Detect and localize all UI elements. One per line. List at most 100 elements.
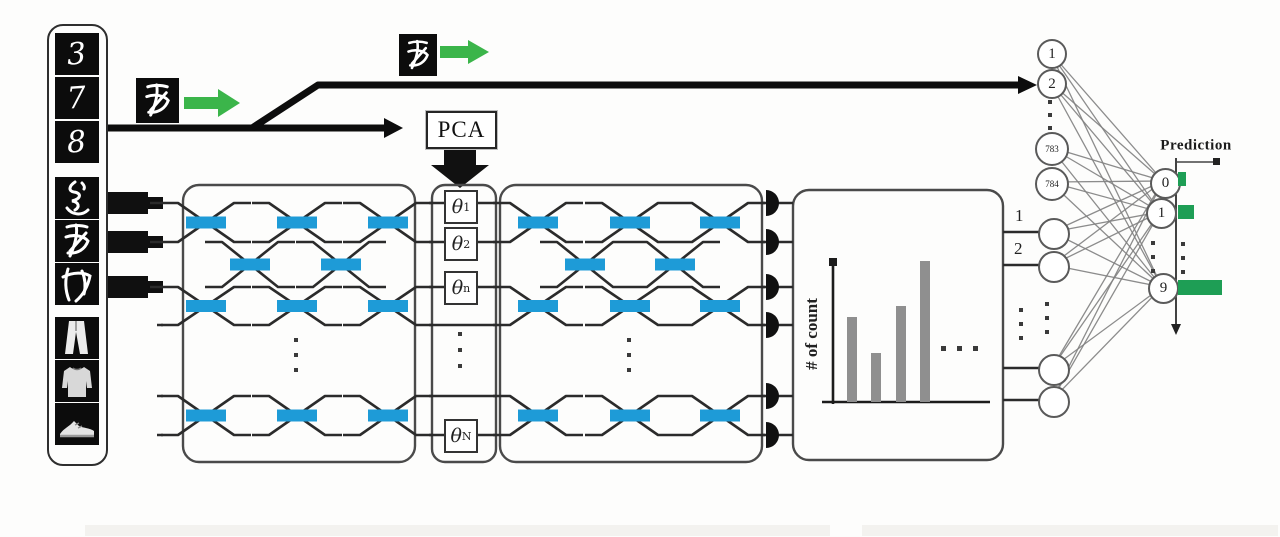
mzi-unit <box>296 240 386 289</box>
nn-hist-node-1 <box>1038 218 1070 250</box>
phase-shifter-heater-icon <box>610 300 650 312</box>
theta-subscript: 1 <box>463 200 471 214</box>
green-arrow-shaft <box>184 97 218 109</box>
photodetector-icon <box>766 422 779 448</box>
mzi-unit <box>585 394 675 437</box>
nn-edge <box>1051 180 1164 401</box>
phase-shifter-heater-icon <box>518 216 558 229</box>
histogram-y-axis-cap <box>829 258 837 266</box>
nn-edge <box>1051 180 1164 369</box>
phase-shifter-heater-icon <box>700 216 740 229</box>
nn-edge-layer <box>1049 51 1164 401</box>
mzi-unit <box>493 394 583 437</box>
hist-node-label-2: 2 <box>1014 239 1023 258</box>
nn-input-node-2: 2 <box>1037 69 1067 99</box>
kuzushiji-glyph-icon <box>65 180 90 216</box>
nn-edge <box>1051 286 1163 401</box>
mzi-unit <box>675 394 765 437</box>
nn-edge <box>1051 211 1161 369</box>
kuzushiji-sample-icon <box>136 78 179 123</box>
fiber-coupler-icon <box>106 276 148 298</box>
phase-shifter-heater-icon <box>518 300 558 312</box>
phase-shifter-heater-icon <box>186 216 226 229</box>
mzi-unit <box>675 201 765 244</box>
phase-shifter-heater-icon <box>655 258 695 271</box>
kuzushiji-character-1-image <box>55 177 99 219</box>
nn-edge <box>1049 146 1161 213</box>
kuzushiji-character-2-image <box>55 220 99 262</box>
nn-edge <box>1051 286 1163 369</box>
digit-glyph: 3 <box>66 35 88 73</box>
green-arrow-shaft <box>440 46 468 58</box>
kuzushiji-sample-icon <box>399 34 437 76</box>
fashion-pullover-image <box>55 360 99 402</box>
mzi-unit <box>205 240 295 289</box>
green-arrow-head-icon <box>218 89 240 117</box>
nn-edge <box>1049 81 1164 182</box>
nn-edge <box>1051 231 1163 288</box>
mnist-digit-8-image: 8 <box>55 121 99 163</box>
histogram-output-stubs <box>1003 230 1040 402</box>
pullover-icon <box>62 367 92 397</box>
histogram-bar <box>871 353 881 402</box>
nn-input-node-1: 1 <box>1037 39 1067 69</box>
ellipsis-dot <box>973 346 978 351</box>
kuzushiji-glyph-icon <box>61 267 92 303</box>
nn-edge <box>1049 146 1164 182</box>
nn-edge <box>1051 211 1161 401</box>
nn-edge <box>1049 146 1163 288</box>
mzi-unit <box>161 285 251 327</box>
phase-shifter-heater-icon <box>368 409 408 422</box>
histogram-axes <box>822 258 990 404</box>
nn-output-node-1: 1 <box>1146 198 1177 229</box>
node-label: 1 <box>1157 205 1166 221</box>
node-label: 1 <box>1048 45 1056 62</box>
histogram-bar <box>920 261 930 402</box>
pca-down-arrow-icon <box>431 148 489 188</box>
upper-data-path <box>250 81 1020 131</box>
trouser-icon <box>65 321 88 354</box>
photodetector-icon <box>766 312 779 338</box>
mzi-unit <box>493 201 583 244</box>
ellipsis-dots <box>294 100 1185 372</box>
mzi-unit <box>540 240 630 289</box>
mzi-unit <box>585 201 675 244</box>
phase-shifter-heater-icon <box>230 258 270 271</box>
node-label: 0 <box>1161 175 1170 191</box>
nn-edge <box>1051 180 1164 266</box>
kuzushiji-glyph-icon <box>64 223 90 258</box>
nn-edge <box>1049 81 1163 288</box>
nn-input-node-783: 783 <box>1035 132 1069 166</box>
caption-artifact-band <box>862 525 1278 536</box>
node-label: 784 <box>1045 179 1059 189</box>
mzi-unit <box>252 201 342 244</box>
kuzushiji-glyph-icon <box>407 39 429 70</box>
prediction-bar-1 <box>1178 205 1194 219</box>
theta-subscript: 2 <box>463 237 471 251</box>
mzi-unit <box>493 285 583 327</box>
phase-shifter-heater-icon <box>186 409 226 422</box>
upper-arrowhead-icon <box>1018 76 1037 94</box>
ellipsis-dot <box>957 346 962 351</box>
input-routing-arrows <box>106 76 1037 138</box>
mzi-mesh-2-frame <box>498 183 764 464</box>
nn-hist-node-last <box>1038 386 1070 418</box>
mzi-unit <box>252 394 342 437</box>
nn-hist-node-k <box>1038 354 1070 386</box>
kuzushiji-character-3-image <box>55 263 99 305</box>
phase-shifter-heater-icon <box>565 258 605 271</box>
nn-edge <box>1049 181 1163 288</box>
prediction-title: Prediction <box>1160 137 1232 154</box>
nn-input-node-784: 784 <box>1035 167 1069 201</box>
mzi-unit <box>343 394 433 437</box>
green-arrow-head-icon <box>468 40 489 64</box>
nn-edge <box>1049 51 1163 288</box>
phase-shifter-column-frame <box>430 183 498 464</box>
pca-box: PCA <box>425 110 498 150</box>
digit-glyph: 8 <box>66 123 88 161</box>
fashion-sneaker-image <box>55 403 99 445</box>
